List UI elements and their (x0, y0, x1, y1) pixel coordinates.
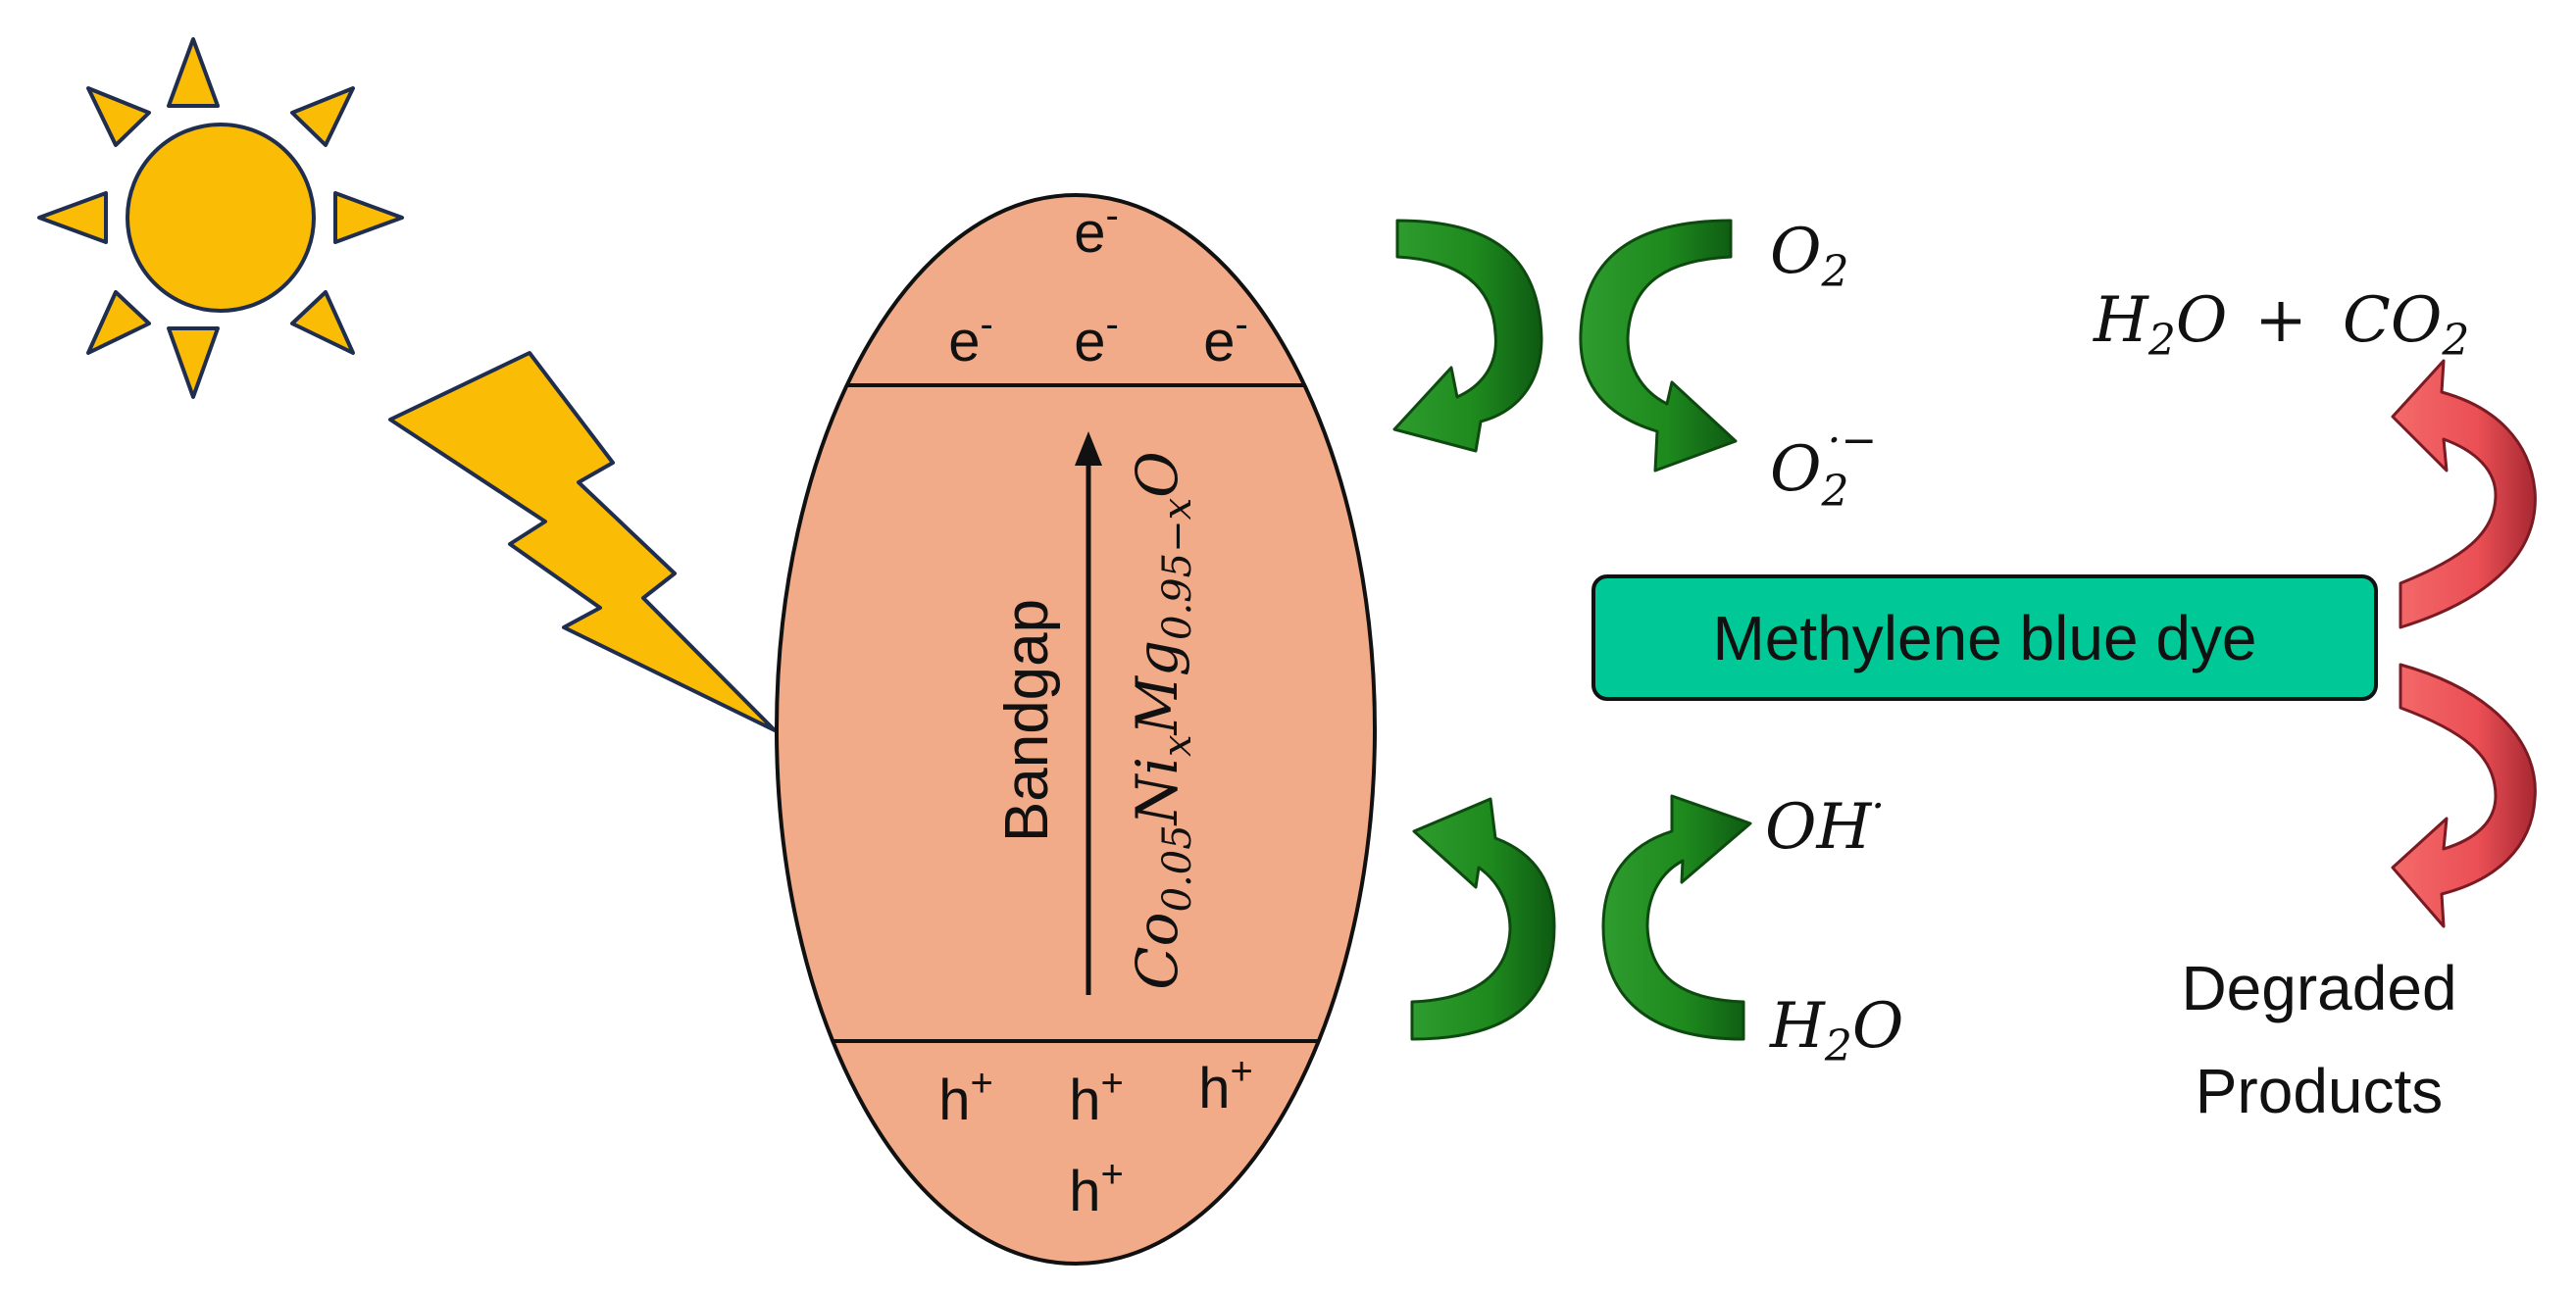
catalyst-formula: Co0.05NixMg0.95−xO (1124, 451, 1200, 989)
green-arrow-oxygen-reduction (1579, 219, 1738, 472)
bandgap-label: Bandgap (993, 599, 1061, 842)
mineralization-products-label: H2O+CO2 (2093, 284, 2469, 366)
hole-label: h+ (1069, 1153, 1124, 1223)
degraded-products-line2: Products (2196, 1056, 2444, 1126)
sun-ray (167, 37, 220, 108)
electron-label: e- (1074, 303, 1119, 373)
hole-label: h+ (1198, 1050, 1253, 1120)
sun-icon (37, 37, 404, 399)
water-label: H2O (1769, 990, 1903, 1071)
hydroxyl-radical-label: OH· (1765, 781, 1885, 864)
sun-ray (290, 86, 355, 147)
degraded-products-line1: Degraded (2181, 953, 2456, 1023)
bandgap-arrowhead (1075, 431, 1102, 466)
sun-ray (86, 290, 151, 355)
hole-label: h+ (1069, 1062, 1124, 1132)
hole-label: h+ (938, 1062, 993, 1132)
electron-label: e- (1074, 194, 1119, 265)
methylene-blue-box (1591, 574, 2378, 701)
green-arrow-water-oxidation (1601, 794, 1752, 1041)
methylene-blue-label: Methylene blue dye (1712, 603, 2256, 673)
lightning-bolt-icon (388, 351, 777, 732)
green-arrow-hole-transfer (1410, 797, 1556, 1041)
superoxide-label: O2·− (1770, 416, 1877, 517)
sun-ray (86, 86, 151, 147)
particle-body (775, 193, 1377, 1266)
electron-label: e- (948, 303, 993, 373)
red-arrow-degradation (2391, 663, 2537, 928)
green-arrow-electron-transfer (1392, 219, 1543, 453)
oxygen-label: O2 (1770, 216, 1848, 297)
sun-ray (37, 191, 108, 244)
sun-disc (126, 123, 316, 313)
sun-ray (333, 191, 404, 244)
red-arrow-mineralization (2391, 359, 2537, 629)
electron-label: e- (1203, 303, 1248, 373)
sun-ray (290, 290, 355, 355)
sun-ray (167, 326, 220, 399)
